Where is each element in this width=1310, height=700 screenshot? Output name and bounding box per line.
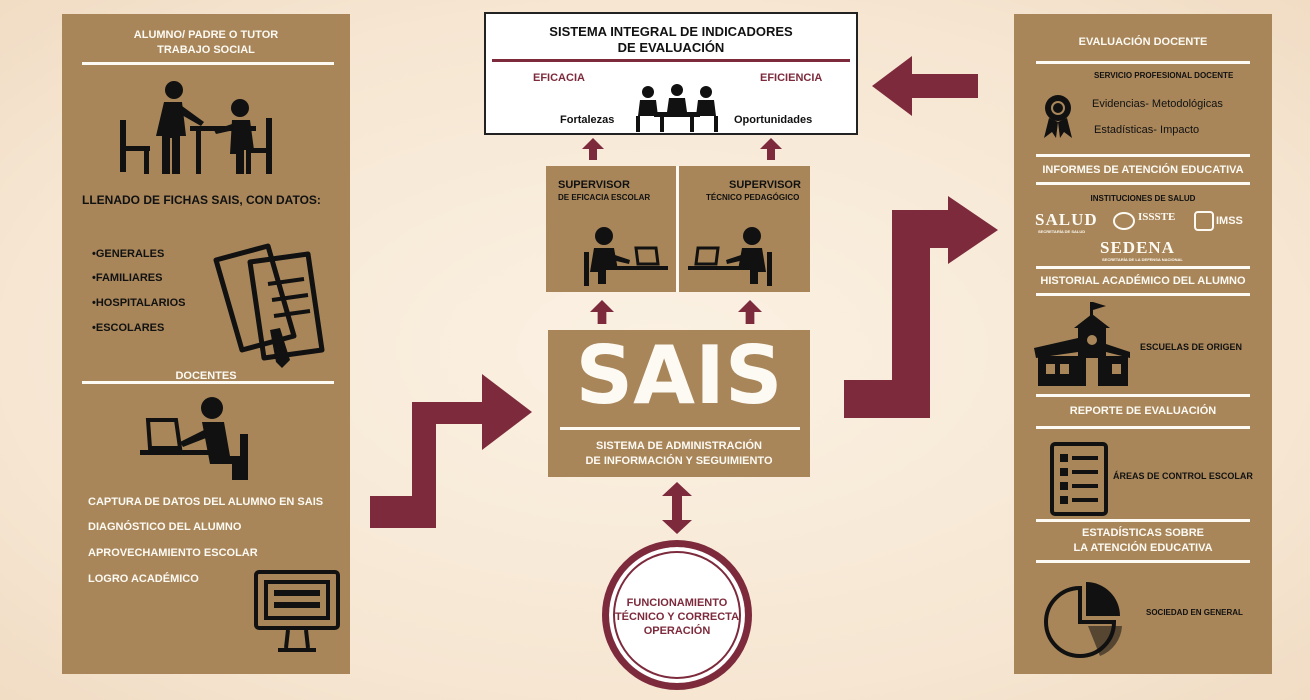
up-arrow-left-mid: [590, 300, 614, 324]
right-divider-6: [1036, 394, 1250, 397]
instituciones-label: INSTITUCIONES DE SALUD: [1090, 194, 1196, 203]
double-vertical-arrow: [662, 482, 692, 534]
imss-emblem-icon: [1194, 211, 1214, 231]
escuelas-label: ESCUELAS DE ORIGEN: [1140, 342, 1243, 352]
logo-issste: ISSSTE: [1138, 211, 1176, 223]
supervisor-left-icon: [584, 227, 668, 286]
sais-title: SAIS: [575, 329, 783, 422]
right-divider-9: [1036, 560, 1250, 563]
evidencias-label: Evidencias- Metodológicas: [1092, 98, 1223, 110]
estadisticas-line2: LA ATENCIÓN EDUCATIVA: [1073, 542, 1213, 554]
data-item-escolares: •ESCOLARES: [92, 322, 165, 334]
indicators-title-line2: DE EVALUACIÓN: [617, 40, 725, 55]
logo-sedena: SEDENA: [1100, 238, 1175, 257]
award-ribbon-icon: [1044, 95, 1072, 138]
supervisor-left-sub: DE EFICACIA ESCOLAR: [558, 193, 651, 202]
right-divider-8: [1036, 519, 1250, 522]
logo-sedena-sub: SECRETARÍA DE LA DEFENSA NACIONAL: [1102, 257, 1183, 262]
right-divider-7: [1036, 426, 1250, 429]
supervisor-left-title: SUPERVISOR: [558, 179, 630, 191]
data-item-hospitalarios: •HOSPITALARIOS: [92, 297, 186, 309]
indicators-title-line1: SISTEMA INTEGRAL DE INDICADORES: [549, 24, 793, 39]
logo-imss: IMSS: [1216, 215, 1243, 227]
left-step-arrow: [370, 374, 532, 528]
issste-emblem-icon: [1113, 212, 1135, 230]
left-header-line2: TRABAJO SOCIAL: [157, 44, 255, 56]
servicio-label: SERVICIO PROFESIONAL DOCENTE: [1094, 71, 1234, 80]
data-item-familiares: •FAMILIARES: [92, 272, 163, 284]
school-icon: [1034, 302, 1130, 386]
sais-sub-line2: DE INFORMACIÓN Y SEGUIMIENTO: [585, 455, 773, 467]
teacher-computer-icon: [140, 397, 248, 480]
supervisor-right-sub: TÉCNICO PEDAGÓGICO: [706, 193, 800, 202]
supervisor-right-icon: [688, 227, 772, 286]
circle-line1: FUNCIONAMIENTO: [626, 597, 728, 609]
up-arrow-right-top: [760, 138, 782, 160]
checklist-icon: [1050, 442, 1108, 516]
indicators-divider: [492, 59, 850, 62]
documents-icon: [213, 243, 325, 368]
meeting-icon: [636, 84, 718, 132]
logo-salud: SALUD: [1035, 210, 1098, 229]
right-divider-5: [1036, 293, 1250, 296]
pie-chart-icon: [1044, 582, 1122, 658]
estadisticas-impacto-label: Estadísticas- Impacto: [1094, 124, 1200, 136]
left-pointing-arrow: [872, 56, 978, 116]
operation-circle: [602, 540, 752, 690]
right-step-arrow: [844, 196, 998, 418]
docentes-title: DOCENTES: [175, 370, 237, 382]
informes-title: INFORMES DE ATENCIÓN EDUCATIVA: [1042, 164, 1244, 176]
right-divider-3: [1036, 182, 1250, 185]
reporte-title: REPORTE DE EVALUACIÓN: [1069, 405, 1217, 417]
sais-box: [548, 330, 810, 477]
right-divider-1: [1036, 61, 1250, 64]
sais-sub-line1: SISTEMA DE ADMINISTRACIÓN: [595, 440, 763, 452]
docentes-item-captura: CAPTURA DE DATOS DEL ALUMNO EN SAIS: [88, 496, 324, 508]
left-divider-top: [82, 62, 334, 65]
supervisors-divider: [676, 166, 679, 292]
people-table-icon: [120, 81, 272, 174]
label-oportunidades: Oportunidades: [734, 114, 813, 126]
monitor-icon: [254, 570, 340, 652]
right-divider-4: [1036, 266, 1250, 269]
docentes-item-diagnostico: DIAGNÓSTICO DEL ALUMNO: [88, 521, 242, 533]
logo-salud-sub: SECRETARÍA DE SALUD: [1038, 229, 1086, 234]
left-divider-mid: [82, 381, 334, 384]
fichas-title: LLENADO DE FICHAS SAIS, CON DATOS:: [82, 193, 321, 207]
areas-label: ÁREAS DE CONTROL ESCOLAR: [1113, 471, 1253, 481]
circle-line3: OPERACIÓN: [643, 625, 711, 637]
data-item-generales: •GENERALES: [92, 248, 165, 260]
label-eficacia: EFICACIA: [533, 72, 585, 84]
historial-title: HISTORIAL ACADÉMICO DEL ALUMNO: [1040, 275, 1246, 287]
label-eficiencia: EFICIENCIA: [760, 72, 823, 84]
docentes-item-logro: LOGRO ACADÉMICO: [88, 573, 199, 585]
right-divider-2: [1036, 154, 1250, 157]
sociedad-label: SOCIEDAD EN GENERAL: [1146, 608, 1243, 617]
docentes-item-aprovechamiento: APROVECHAMIENTO ESCOLAR: [88, 547, 258, 559]
evaluacion-title: EVALUACIÓN DOCENTE: [1078, 36, 1208, 48]
label-fortalezas: Fortalezas: [560, 114, 615, 126]
circle-line2: TÉCNICO Y CORRECTA: [614, 611, 740, 623]
sais-divider: [560, 427, 800, 430]
left-panel: [62, 14, 350, 674]
up-arrow-left-top: [582, 138, 604, 160]
supervisor-right-title: SUPERVISOR: [729, 179, 801, 191]
left-header-line1: ALUMNO/ PADRE O TUTOR: [133, 29, 279, 41]
estadisticas-line1: ESTADÍSTICAS SOBRE: [1081, 527, 1205, 539]
up-arrow-right-mid: [738, 300, 762, 324]
